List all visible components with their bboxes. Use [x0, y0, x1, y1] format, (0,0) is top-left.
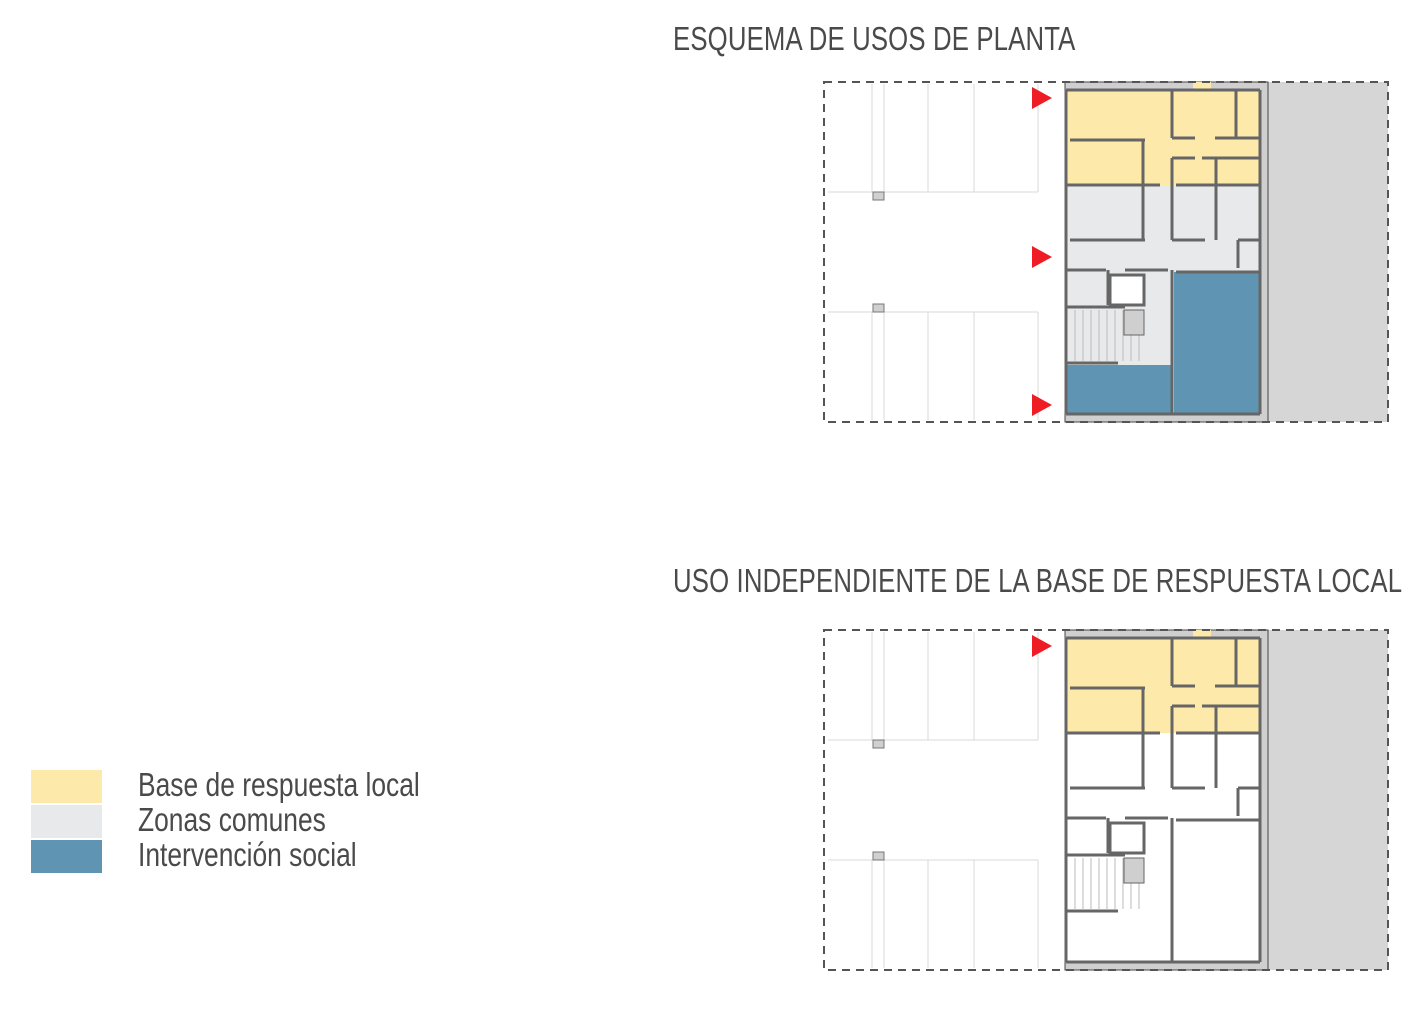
- stair-core: [1123, 309, 1145, 336]
- diagram-title-floor-uses: ESQUEMA DE USOS DE PLANTA: [673, 20, 1076, 57]
- pillar: [872, 303, 885, 313]
- entrance-arrow-icon: [1032, 394, 1052, 416]
- site-boundary: [823, 629, 1389, 971]
- entrance-arrow-icon: [1032, 87, 1052, 109]
- legend-swatch-common-zones: [31, 805, 102, 838]
- diagram-title-independent-use: USO INDEPENDIENTE DE LA BASE DE RESPUEST…: [673, 562, 1403, 599]
- zone-social-intervention: [1174, 272, 1260, 414]
- neighbor-building: [1268, 630, 1388, 970]
- legend-label-common-zones: Zonas comunes: [138, 801, 326, 838]
- elevator-shaft: [1108, 821, 1146, 855]
- zone-local-base-entry: [1193, 82, 1211, 90]
- legend-swatch-social-intervention: [31, 840, 102, 873]
- pillar: [872, 739, 885, 749]
- pillar: [872, 851, 885, 861]
- zone-social-intervention: [1066, 365, 1172, 414]
- entrance-arrow-icon: [1032, 635, 1052, 657]
- legend-label-social-intervention: Intervención social: [138, 836, 357, 873]
- neighbor-building: [1268, 82, 1388, 422]
- zone-local-base-entry: [1193, 630, 1211, 638]
- zone-social-intervention: [1174, 820, 1260, 962]
- entrance-arrow-icon: [1032, 246, 1052, 268]
- legend-swatch-local-base: [31, 770, 102, 803]
- legend-label-local-base: Base de respuesta local: [138, 766, 420, 803]
- zone-social-intervention: [1066, 913, 1172, 962]
- pillar: [872, 191, 885, 201]
- elevator-shaft: [1108, 273, 1146, 307]
- stair-core: [1123, 857, 1145, 884]
- site-boundary: [823, 81, 1389, 423]
